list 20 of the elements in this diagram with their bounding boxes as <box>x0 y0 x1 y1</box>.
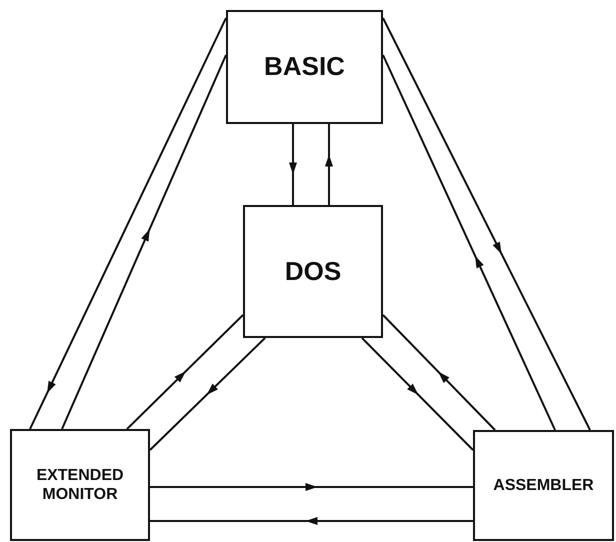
program-box <box>473 430 614 541</box>
program-box <box>226 10 383 124</box>
program-box <box>10 429 150 541</box>
arrow <box>382 314 496 431</box>
arrow <box>150 483 473 491</box>
arrow <box>149 337 266 451</box>
arrow <box>289 124 297 205</box>
box-label: ASSEMBLER <box>493 476 594 496</box>
box-label: DOS <box>284 256 342 288</box>
program-box <box>243 205 383 338</box>
arrow <box>29 18 227 430</box>
arrow <box>325 124 333 205</box>
box-label: BASIC <box>264 51 345 83</box>
arrow <box>382 18 591 430</box>
box-label: EXTENDED MONITOR <box>35 466 125 504</box>
arrow <box>126 314 244 430</box>
arrow <box>150 517 473 525</box>
arrow <box>61 54 227 430</box>
arrow <box>382 54 556 430</box>
arrow <box>361 337 474 451</box>
